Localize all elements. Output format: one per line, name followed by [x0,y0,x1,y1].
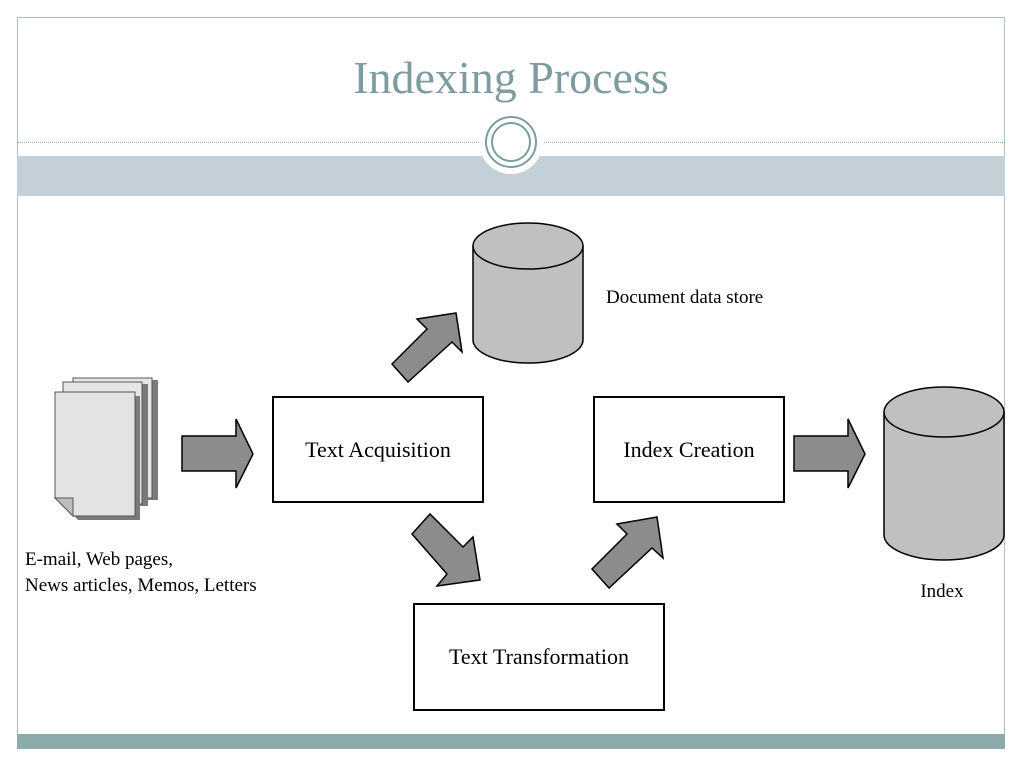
text-acquisition-box: Text Acquisition [272,396,484,503]
text-acquisition-label: Text Acquisition [305,437,451,462]
sources-label-line2: News articles, Memos, Letters [25,575,257,596]
arrow-to-document-store [390,312,464,384]
document-store-cylinder-icon [472,222,584,364]
arrow-to-text-acquisition [181,418,254,489]
footer-band [17,734,1005,749]
sources-label-line1: E-mail, Web pages, [25,549,173,570]
arrow-to-index-creation [590,516,665,590]
index-creation-box: Index Creation [593,396,785,503]
index-creation-label: Index Creation [623,437,754,462]
arrow-to-text-transformation [410,512,481,588]
text-transformation-box: Text Transformation [413,603,665,711]
arrow-to-index [793,418,866,489]
title-medallion-icon [479,110,543,174]
index-label: Index [920,581,964,602]
text-transformation-label: Text Transformation [449,644,629,669]
slide-title: Indexing Process [353,52,669,103]
document-stack-icon [53,377,158,520]
document-store-label: Document data store [606,287,763,308]
index-cylinder-icon [883,386,1005,561]
